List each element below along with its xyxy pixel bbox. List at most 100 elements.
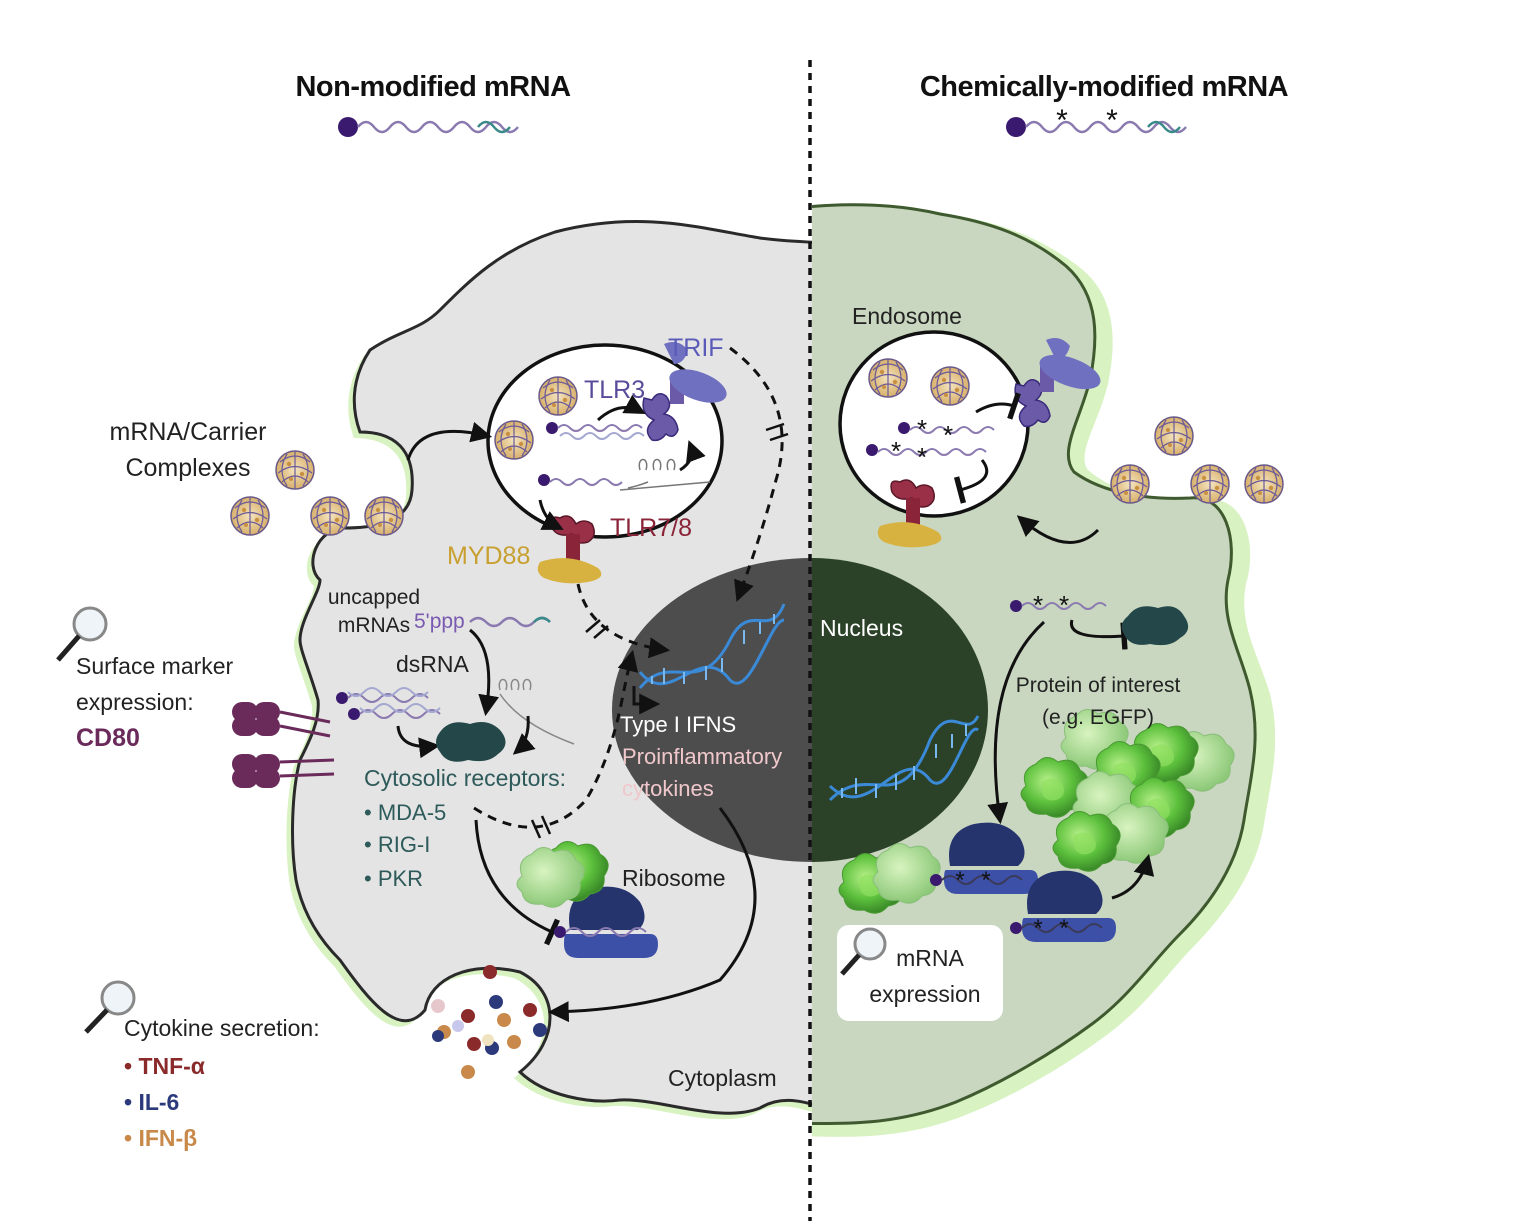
arrow-uncapped [469, 628, 500, 717]
trif-dashed-arrow [729, 346, 784, 602]
svg-text:*: * [981, 867, 990, 894]
tlr3-receptor [1014, 338, 1101, 428]
svg-text:*: * [1059, 590, 1069, 620]
cytokine-title: Cytokine secretion: [124, 1015, 320, 1041]
nanoparticle-icon [1110, 464, 1150, 504]
inhibition-receptor-right [1069, 619, 1128, 650]
expression-label-line1: mRNA [896, 945, 964, 971]
uncapped-label-line1: uncapped [328, 586, 420, 609]
cytosolic-dashed-arrow [473, 649, 639, 829]
modified-mrna-endosome: * * * * [866, 414, 995, 472]
svg-text:*: * [943, 420, 953, 450]
svg-text:*: * [1056, 104, 1068, 137]
surface-marker-line1: Surface marker [76, 653, 234, 679]
arrow-uptake [406, 421, 493, 461]
dna-icon [828, 715, 980, 802]
arrow-to-tlr3 [596, 394, 646, 422]
modified-mrna-cytoplasm: * * [1010, 590, 1107, 620]
cytoplasm-label: Cytoplasm [668, 1065, 777, 1091]
protein-label-line1: Protein of interest [1016, 674, 1181, 697]
tlr3-label: TLR3 [584, 376, 645, 404]
surface-marker-line2: expression: [76, 689, 194, 715]
dsrna-icon [336, 687, 441, 720]
protein-label-line2: (e.g. EGFP) [1042, 706, 1154, 729]
proinflammatory-line2: cytokines [622, 776, 714, 801]
right-title: Chemically-modified mRNA [920, 71, 1289, 103]
nanoparticle-icon [1154, 416, 1194, 456]
cytosolic-item-pkr: • PKR [364, 866, 423, 891]
ribosome-label: Ribosome [622, 865, 726, 891]
arrow-dsrna [396, 725, 441, 759]
nucleus-left [612, 558, 812, 862]
arrow-transcription [632, 686, 661, 715]
left-title: Non-modified mRNA [295, 71, 571, 103]
svg-text:*: * [891, 436, 901, 466]
nanoparticle-icon [538, 376, 578, 416]
block-mark [585, 619, 609, 639]
nanoparticle-icon [494, 420, 534, 460]
arrow-protein-output [1111, 853, 1155, 900]
cd80-label: CD80 [76, 724, 140, 752]
nanoparticle-icon [310, 496, 350, 536]
nanoparticle-icon [930, 366, 970, 406]
cytosolic-receptor-icon [436, 722, 506, 762]
svg-text:*: * [1033, 590, 1043, 620]
arrow-cytokine-release [547, 807, 757, 1023]
nucleus-label: Nucleus [820, 615, 903, 641]
block-mark [765, 422, 789, 442]
proinflammatory-line1: Proinflammatory [622, 744, 782, 769]
nanoparticle-icon [868, 358, 908, 398]
nanoparticle-icon [1190, 464, 1230, 504]
inhibition-tlr3 [975, 392, 1021, 420]
svg-text:*: * [1033, 915, 1042, 942]
magnifier-icon [56, 606, 108, 662]
block-mark [530, 815, 552, 839]
nanoparticle-icon [364, 496, 404, 536]
nanoparticle-icon [230, 496, 270, 536]
tlr78-label: TLR7/8 [610, 514, 692, 542]
endosome-right [838, 330, 1030, 518]
arrow-to-tlr3-b [679, 440, 706, 472]
expression-label-line2: expression [869, 981, 980, 1007]
svg-text:*: * [917, 414, 927, 444]
modified-mrna-translation: * * * * [930, 867, 1103, 942]
endosome-label: Endosome [852, 303, 962, 329]
cytosolic-receptor-icon [1121, 606, 1189, 646]
cytokine-il6: • IL-6 [124, 1089, 179, 1115]
dsrna-label: dsRNA [396, 651, 470, 677]
trif-label: TRIF [668, 334, 724, 362]
five-ppp-label: 5'ppp [414, 610, 465, 633]
magnifier-icon [84, 980, 136, 1034]
svg-text:*: * [917, 442, 927, 472]
endosome-mrna [538, 422, 711, 491]
myd88-label: MYD88 [447, 542, 530, 570]
arrow-to-ribosome [987, 620, 1046, 825]
arrow-uptake-right [1016, 515, 1100, 544]
carrier-label-line2: Complexes [125, 454, 250, 482]
carrier-label-line1: mRNA/Carrier [110, 418, 267, 446]
nanoparticle-icon [1244, 464, 1284, 504]
uncapped-label-line2: mRNAs [338, 614, 410, 637]
cytokine-tnfa: • TNF-α [124, 1053, 205, 1079]
cd80-icon [232, 702, 335, 788]
cytosolic-item-mda5: • MDA-5 [364, 800, 446, 825]
cytosolic-title: Cytosolic receptors: [364, 765, 566, 791]
type1-ifns-label: Type I IFNS [620, 712, 736, 737]
cytokine-ifnb: • IFN-β [124, 1125, 197, 1151]
cytosolic-item-rigi: • RIG-I [364, 832, 430, 857]
svg-text:*: * [1106, 104, 1118, 137]
magnifier-icon [840, 927, 887, 976]
dna-icon [638, 603, 786, 689]
tlr3-receptor [642, 342, 727, 442]
hairpin-rna [498, 678, 575, 745]
unmodified-mrna-icon [338, 117, 519, 137]
tlr78-receptor [877, 479, 942, 548]
inhibition-tlr78 [953, 459, 989, 504]
svg-text:*: * [1059, 915, 1068, 942]
arrow-to-tlr78 [538, 499, 564, 530]
cytokine-vesicle [431, 965, 547, 1079]
inhibition-to-ribosome [474, 819, 560, 946]
arrow-hairpin [512, 715, 536, 755]
